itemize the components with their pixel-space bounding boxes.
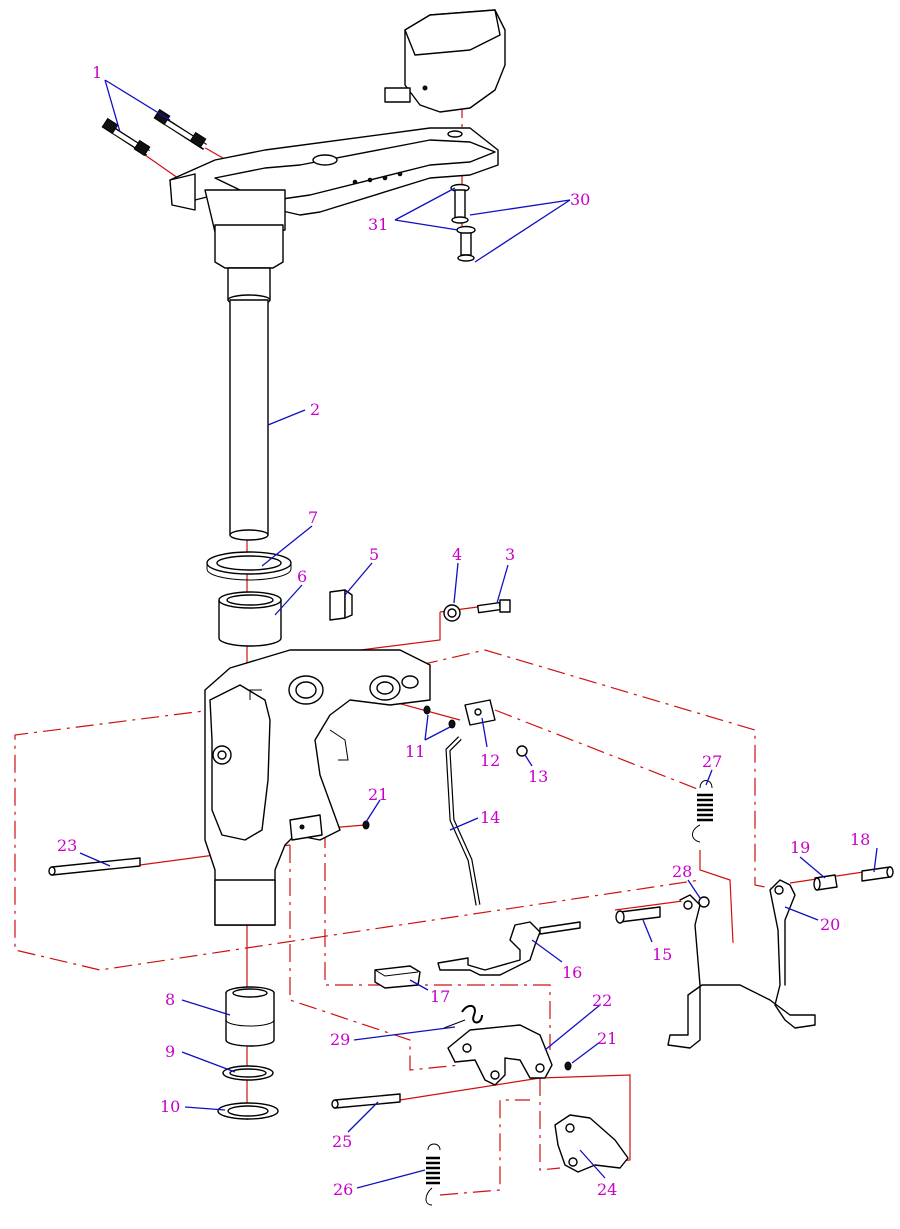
stud-lower: [101, 117, 151, 157]
callout-22: 22: [592, 991, 612, 1010]
thrust-washer: [206, 551, 292, 581]
pin-11a: [423, 705, 431, 715]
pin-15: [615, 906, 661, 924]
tiller-cap: [384, 9, 506, 113]
callout-4: 4: [452, 545, 462, 564]
callout-25: 25: [332, 1132, 352, 1151]
callout-28: 28: [672, 862, 692, 881]
callout-21-upper: 21: [368, 785, 388, 804]
bolt-upper: [450, 183, 470, 224]
callout-17: 17: [430, 987, 450, 1006]
washer-28: [698, 896, 710, 908]
callout-18: 18: [850, 830, 870, 849]
shift-shaft: [437, 921, 581, 976]
callout-14: 14: [480, 808, 500, 827]
upper-bushing: [218, 591, 282, 647]
spring-27: [692, 780, 713, 843]
swivel-bracket: [204, 649, 431, 926]
callout-26: 26: [333, 1180, 353, 1199]
callout-3: 3: [505, 545, 515, 564]
callout-11: 11: [405, 742, 425, 761]
steering-shaft: [214, 224, 284, 541]
callout-9: 9: [165, 1042, 175, 1061]
spring-26: [425, 1143, 441, 1206]
lock-bracket: [447, 1024, 553, 1086]
rod-25: [331, 1093, 401, 1109]
spring-29: [443, 1004, 483, 1029]
callout-30: 30: [570, 190, 590, 209]
callout-2: 2: [310, 400, 320, 419]
callout-labels: 1 2 3 4 5 6 7 8 9 10 11 12 13 14 15 16 1…: [57, 63, 870, 1199]
assembly-lines: [14, 100, 891, 1196]
leader-lines: [79, 79, 878, 1189]
lock-plate: [554, 1114, 629, 1173]
callout-5: 5: [369, 545, 379, 564]
pivot-rod: [48, 857, 141, 876]
callout-21-lower: 21: [597, 1029, 617, 1048]
callout-7: 7: [308, 508, 318, 527]
callout-13: 13: [528, 767, 548, 786]
callout-23: 23: [57, 836, 77, 855]
bolt-lower: [456, 225, 476, 262]
callout-20: 20: [820, 915, 840, 934]
callout-27: 27: [702, 752, 722, 771]
callout-1: 1: [92, 63, 102, 82]
callout-16: 16: [562, 963, 582, 982]
control-rod: [445, 736, 481, 906]
block-17: [374, 965, 421, 989]
pin-21-upper: [362, 820, 370, 830]
clip-block: [464, 699, 496, 726]
callout-24: 24: [597, 1180, 617, 1199]
callout-8: 8: [165, 990, 175, 1009]
nut: [443, 604, 461, 622]
callout-12: 12: [480, 751, 500, 770]
lower-bushing: [225, 986, 275, 1047]
washer-9: [222, 1065, 274, 1081]
pin-21-lower: [564, 1061, 572, 1071]
callout-29: 29: [330, 1030, 350, 1049]
washer-10: [217, 1102, 279, 1120]
screw-13: [516, 745, 528, 757]
pin-11b: [448, 719, 456, 729]
bushing-19: [813, 874, 838, 891]
callout-19: 19: [790, 838, 810, 857]
top-bracket: [169, 127, 499, 233]
callout-31: 31: [368, 215, 388, 234]
key: [329, 589, 353, 621]
bolt-3: [476, 599, 511, 614]
callout-6: 6: [297, 567, 307, 586]
pin-18: [861, 866, 894, 882]
callout-10: 10: [160, 1097, 180, 1116]
callout-15: 15: [652, 945, 672, 964]
tilt-lever: [667, 879, 816, 1049]
